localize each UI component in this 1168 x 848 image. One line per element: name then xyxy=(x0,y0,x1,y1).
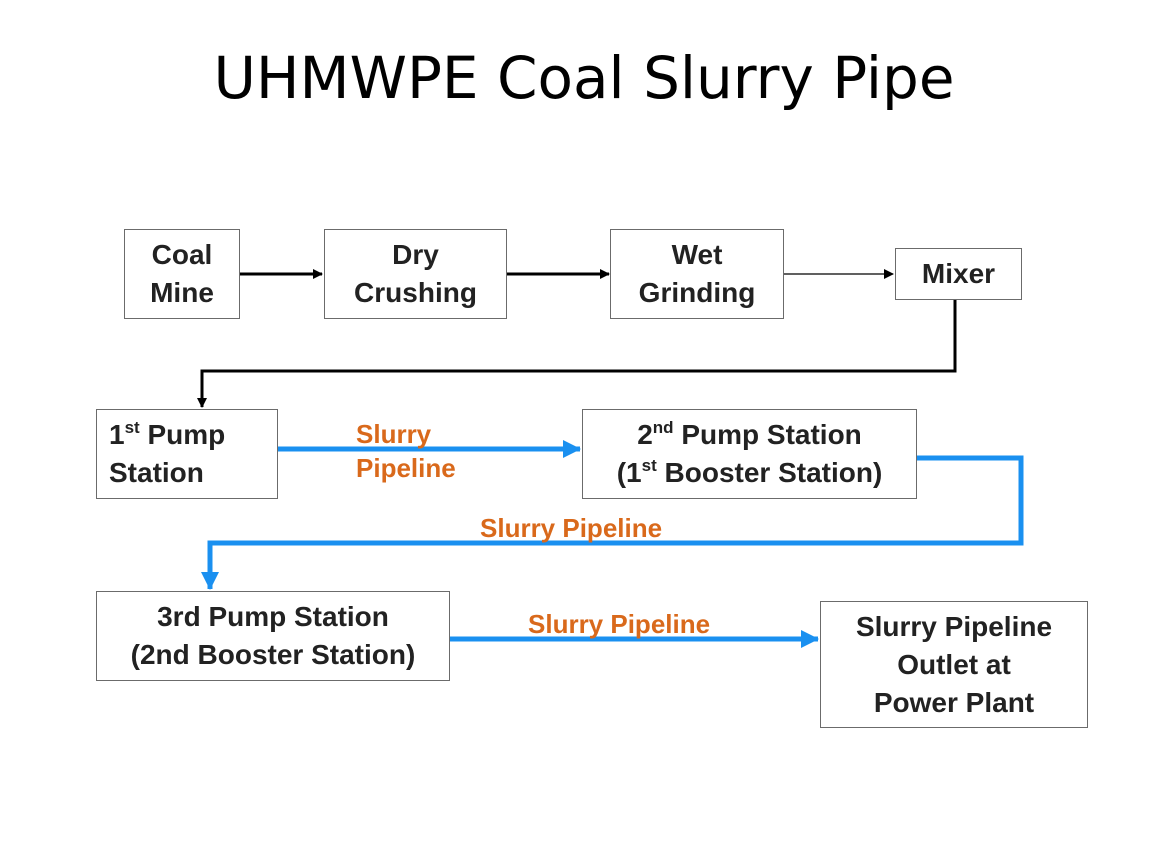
pipeline-label-1: Slurry Pipeline xyxy=(356,417,456,485)
node-outlet-power-plant: Slurry Pipeline Outlet at Power Plant xyxy=(820,601,1088,728)
pipeline-label-2: Slurry Pipeline xyxy=(480,513,663,543)
node-2nd-pump-line-1: 2nd Pump Station xyxy=(637,417,862,450)
node-wet-grinding-line-2: Grinding xyxy=(638,277,756,308)
node-mixer-line-1: Mixer xyxy=(921,258,996,289)
node-3rd-pump-station: 3rd Pump Station (2nd Booster Station) xyxy=(96,591,450,681)
node-wet-grinding-line-1: Wet xyxy=(671,239,723,270)
arrow-mixer-to-pump1 xyxy=(197,300,957,408)
node-dry-crushing: Dry Crushing xyxy=(324,229,507,319)
pipeline-label-3: Slurry Pipeline xyxy=(528,609,711,639)
slide-title: UHMWPE Coal Slurry Pipe xyxy=(213,44,955,112)
node-outlet-line-1: Slurry Pipeline xyxy=(855,610,1053,642)
node-coal-mine-line-2: Mine xyxy=(150,277,214,308)
node-wet-grinding: Wet Grinding xyxy=(610,229,784,319)
pipeline-label-1-line-2: Pipeline xyxy=(356,453,456,483)
node-dry-crushing-line-1: Dry xyxy=(392,239,439,270)
node-1st-pump-line-1: 1st Pump xyxy=(109,417,226,450)
node-outlet-line-3: Power Plant xyxy=(873,686,1035,718)
node-1st-pump-station: 1st Pump Station xyxy=(96,409,278,499)
node-1st-pump-line-2: Station xyxy=(109,457,204,488)
node-dry-crushing-line-2: Crushing xyxy=(354,277,477,308)
node-3rd-pump-line-2: (2nd Booster Station) xyxy=(130,639,416,670)
node-outlet-line-2: Outlet at xyxy=(897,648,1011,680)
node-3rd-pump-line-1: 3rd Pump Station xyxy=(157,601,389,632)
node-mixer: Mixer xyxy=(895,248,1022,300)
node-coal-mine: Coal Mine xyxy=(124,229,240,319)
node-2nd-pump-line-2: (1st Booster Station) xyxy=(616,455,883,488)
pipeline-label-1-line-1: Slurry xyxy=(356,419,432,449)
node-2nd-pump-station: 2nd Pump Station (1st Booster Station) xyxy=(582,409,917,499)
node-coal-mine-line-1: Coal xyxy=(151,239,213,270)
pipeline-arrow-2 xyxy=(201,455,1024,590)
